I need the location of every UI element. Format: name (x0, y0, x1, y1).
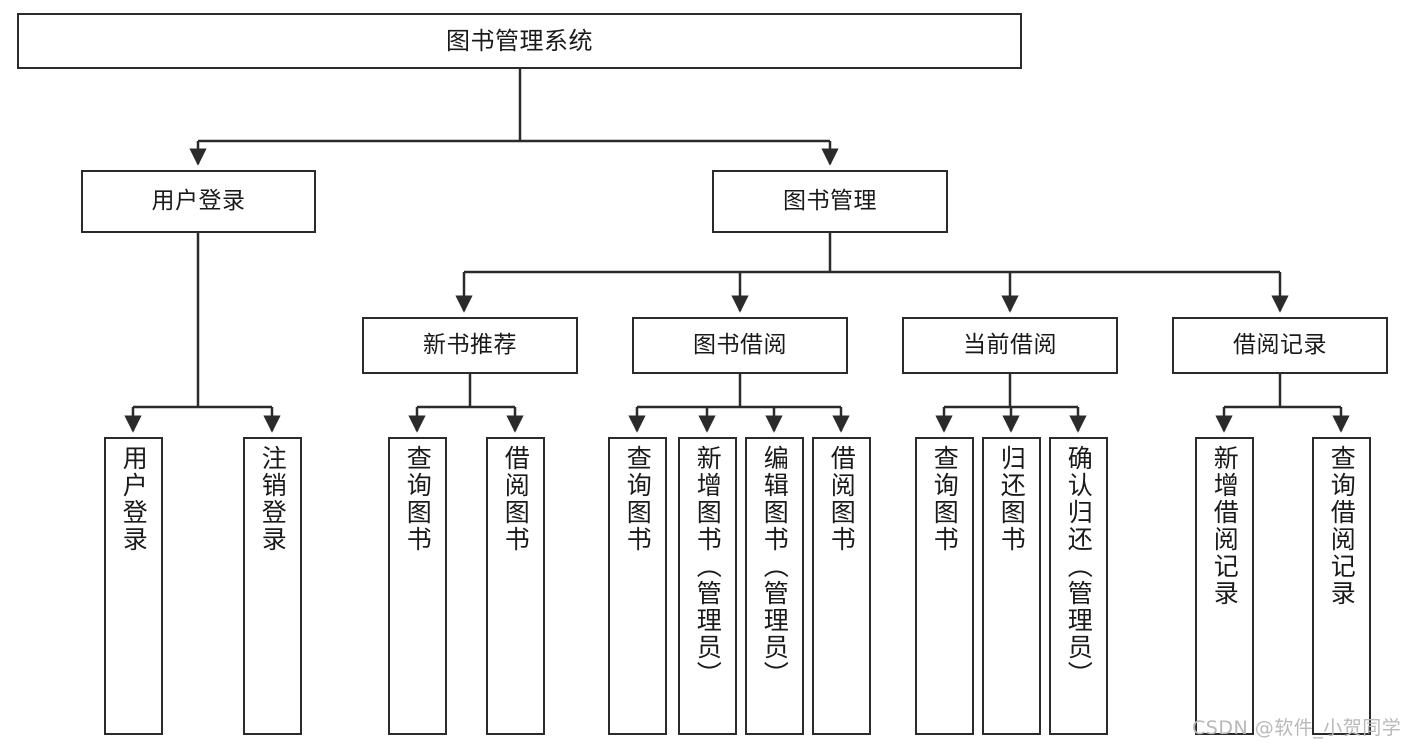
node-label: 查询图书 (403, 445, 433, 553)
node-root-book-management-system[interactable]: 图书管理系统 (17, 13, 1022, 69)
csdn-watermark: CSDN @软件_小贺同学 (1192, 717, 1402, 739)
node-leaf-borrow-books[interactable]: 借阅图书 (812, 437, 871, 735)
node-label: 借阅记录 (1233, 331, 1327, 358)
node-leaf-confirm-return-admin[interactable]: 确认归还（管理员） (1049, 437, 1108, 735)
node-label: 新增借阅记录 (1210, 445, 1240, 607)
node-label: 确认归还（管理员） (1064, 445, 1094, 688)
node-label: 编辑图书（管理员） (760, 445, 790, 688)
node-leaf-add-book-admin[interactable]: 新增图书（管理员） (678, 437, 737, 735)
node-label: 用户登录 (119, 445, 149, 553)
node-label: 查询图书 (930, 445, 960, 553)
node-label: 查询借阅记录 (1327, 445, 1357, 607)
node-label: 当前借阅 (963, 331, 1057, 358)
node-new-book-recommend[interactable]: 新书推荐 (362, 317, 578, 374)
node-label: 新书推荐 (423, 331, 517, 358)
node-book-borrow[interactable]: 图书借阅 (632, 317, 848, 374)
node-book-management[interactable]: 图书管理 (712, 170, 948, 233)
node-leaf-user-login[interactable]: 用户登录 (104, 437, 163, 735)
node-label: 用户登录 (151, 187, 246, 214)
node-leaf-logout[interactable]: 注销登录 (243, 437, 302, 735)
node-leaf-query-borrow-record[interactable]: 查询借阅记录 (1312, 437, 1371, 735)
node-label: 图书管理 (783, 187, 877, 214)
node-leaf-return-books[interactable]: 归还图书 (982, 437, 1041, 735)
node-leaf-edit-book-admin[interactable]: 编辑图书（管理员） (745, 437, 804, 735)
node-label: 借阅图书 (827, 445, 857, 553)
node-label: 图书借阅 (693, 331, 787, 358)
node-leaf-add-borrow-record[interactable]: 新增借阅记录 (1195, 437, 1254, 735)
node-leaf-query-books-recommend[interactable]: 查询图书 (388, 437, 447, 735)
node-leaf-query-books-current[interactable]: 查询图书 (915, 437, 974, 735)
node-label: 查询图书 (623, 445, 653, 553)
node-leaf-borrow-books-recommend[interactable]: 借阅图书 (486, 437, 545, 735)
node-user-login[interactable]: 用户登录 (81, 170, 316, 233)
node-label: 图书管理系统 (446, 26, 593, 55)
node-current-borrow[interactable]: 当前借阅 (902, 317, 1118, 374)
node-leaf-query-books-borrow[interactable]: 查询图书 (608, 437, 667, 735)
node-label: 借阅图书 (501, 445, 531, 553)
node-borrow-record[interactable]: 借阅记录 (1172, 317, 1388, 374)
node-label: 新增图书（管理员） (693, 445, 723, 688)
node-label: 注销登录 (258, 445, 288, 553)
node-label: 归还图书 (997, 445, 1027, 553)
